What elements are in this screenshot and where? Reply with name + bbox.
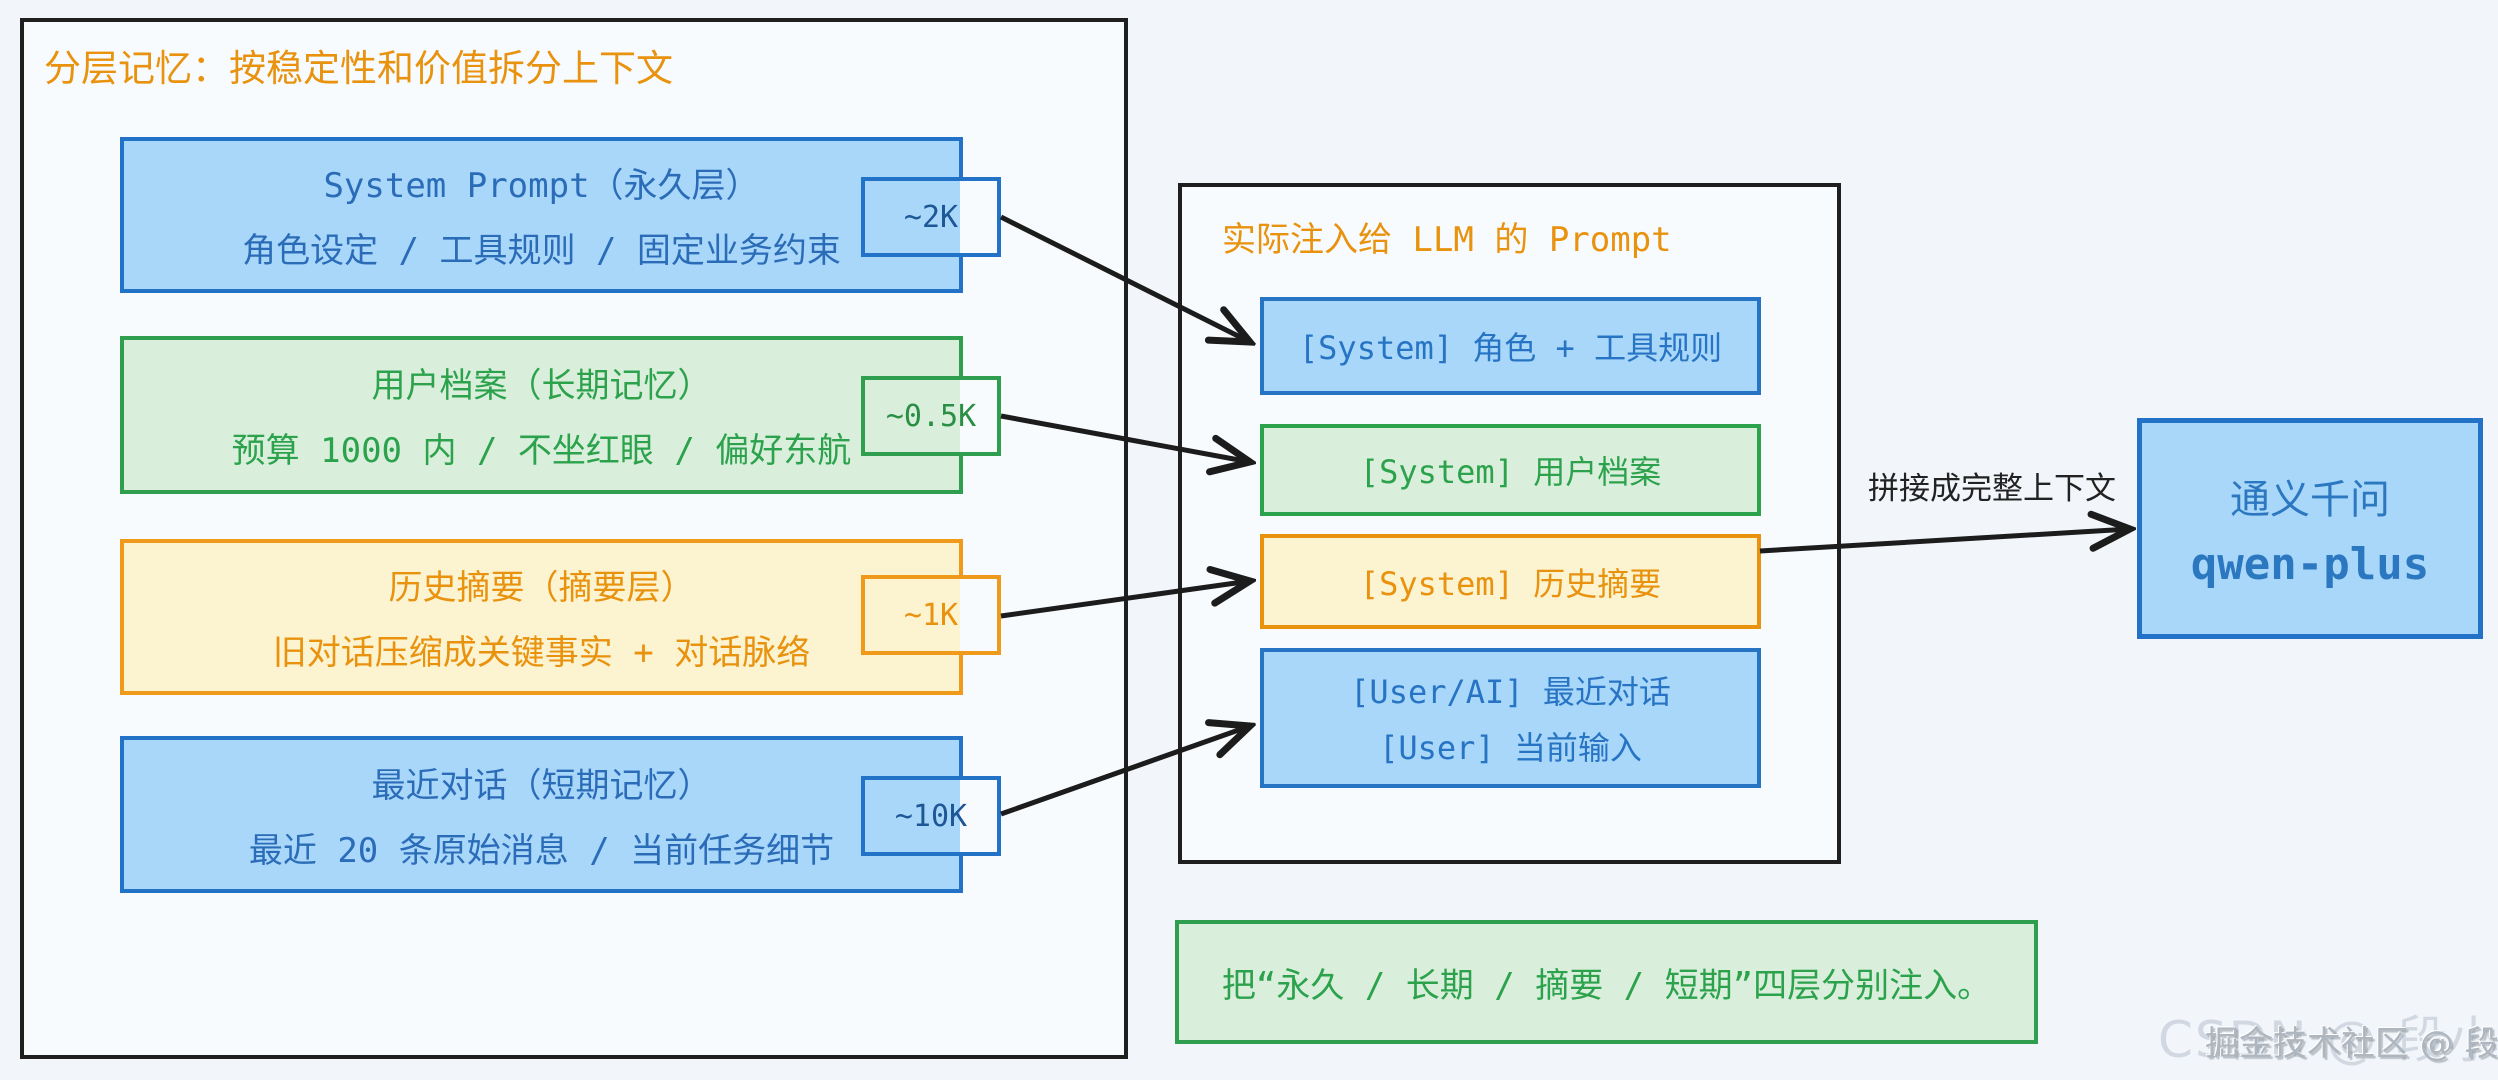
injected-box-user-profile: [System] 用户档案 bbox=[1260, 424, 1761, 516]
left-panel-title: 分层记忆：按稳定性和价值拆分上下文 bbox=[44, 47, 673, 90]
layer-line1: 最近对话（短期记忆） bbox=[371, 765, 712, 806]
token-tag-user-profile: ~0.5K bbox=[861, 376, 1001, 456]
layer-line1: 历史摘要（摘要层） bbox=[388, 568, 695, 608]
injected-line: [User/AI] 最近对话 bbox=[1350, 673, 1671, 711]
injected-line: [System] 历史摘要 bbox=[1359, 564, 1662, 603]
layer-box-system-prompt: System Prompt（永久层） 角色设定 / 工具规则 / 固定业务约束 bbox=[120, 137, 963, 293]
layer-box-user-profile: 用户档案（长期记忆） 预算 1000 内 / 不坐红眼 / 偏好东航 bbox=[120, 336, 963, 494]
layer-box-recent-dialog: 最近对话（短期记忆） 最近 20 条原始消息 / 当前任务细节 bbox=[120, 736, 963, 893]
layer-box-history-summary: 历史摘要（摘要层） 旧对话压缩成关键事实 + 对话脉络 bbox=[120, 539, 963, 695]
token-tag-system-prompt: ~2K bbox=[861, 177, 1001, 257]
watermark-csdn: CSDN @ 段小二 bbox=[2158, 1011, 2498, 1069]
token-tag-history-summary: ~1K bbox=[861, 575, 1001, 655]
layer-line2: 最近 20 条原始消息 / 当前任务细节 bbox=[248, 830, 835, 871]
injected-box-recent: [User/AI] 最近对话 [User] 当前输入 bbox=[1260, 648, 1761, 788]
injection-note-box: 把“永久 / 长期 / 摘要 / 短期”四层分别注入。 bbox=[1175, 920, 2038, 1044]
injected-box-role-rules: [System] 角色 + 工具规则 bbox=[1260, 297, 1761, 395]
layer-line2: 预算 1000 内 / 不坐红眼 / 偏好东航 bbox=[231, 431, 852, 471]
token-tag-recent-dialog: ~10K bbox=[861, 776, 1001, 856]
middle-panel-title: 实际注入给 LLM 的 Prompt bbox=[1222, 220, 1672, 260]
model-name-cn: 通义千问 bbox=[2230, 477, 2390, 523]
injected-line: [System] 角色 + 工具规则 bbox=[1298, 329, 1723, 367]
llm-model-box: 通义千问 qwen-plus bbox=[2137, 418, 2483, 639]
model-name-en: qwen-plus bbox=[2190, 539, 2430, 590]
injected-box-history: [System] 历史摘要 bbox=[1260, 534, 1761, 629]
layer-line1: 用户档案（长期记忆） bbox=[371, 366, 712, 406]
injected-line: [System] 用户档案 bbox=[1359, 453, 1662, 491]
injected-line: [User] 当前输入 bbox=[1379, 729, 1642, 767]
layer-line1: System Prompt（永久层） bbox=[323, 166, 760, 206]
layer-line2: 角色设定 / 工具规则 / 固定业务约束 bbox=[242, 231, 841, 271]
concat-arrow-label: 拼接成完整上下文 bbox=[1868, 471, 2116, 507]
watermark-juejin: 掘金技术社区 @ 段小二 bbox=[2205, 1024, 2498, 1064]
layer-line2: 旧对话压缩成关键事实 + 对话脉络 bbox=[272, 633, 811, 673]
